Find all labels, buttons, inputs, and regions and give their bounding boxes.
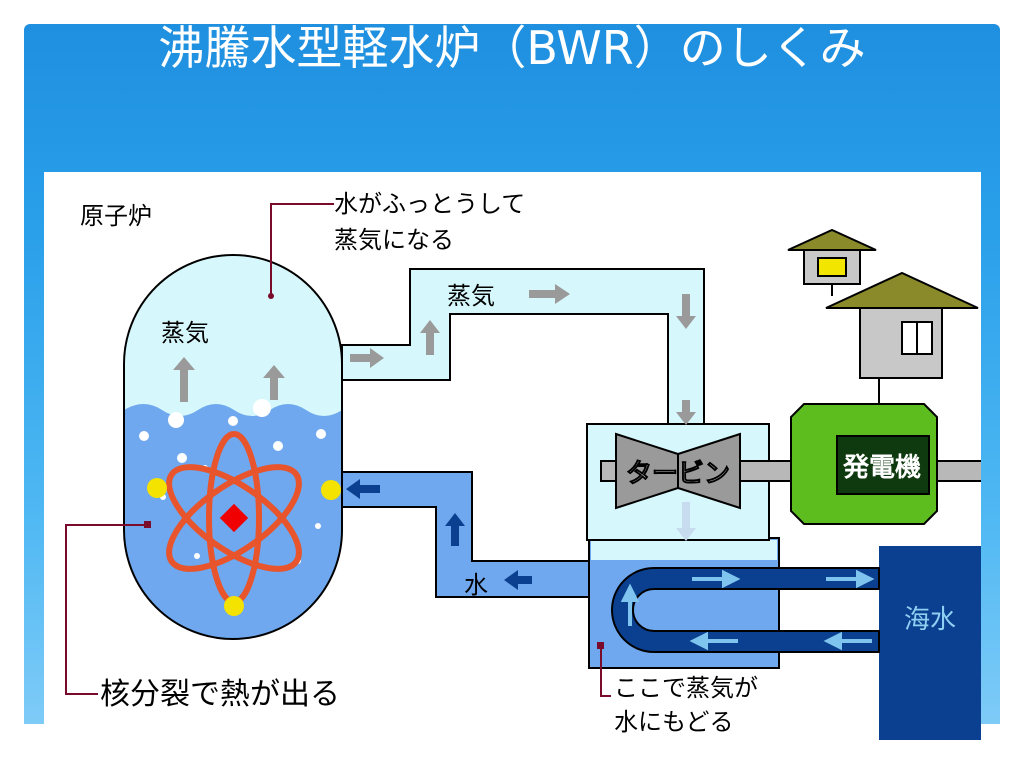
leader-line-boil xyxy=(270,203,334,296)
cooling-return-arrow-1 xyxy=(689,631,738,651)
cooling-return-arrow-2 xyxy=(823,631,872,651)
small-house-window xyxy=(817,257,847,277)
generator-label: 発電機 xyxy=(842,453,921,483)
water-label-pipe: 水 xyxy=(464,571,488,599)
reactor-label: 原子炉 xyxy=(80,202,152,230)
water-arrows xyxy=(346,479,532,590)
boiling-label-line2: 蒸気になる xyxy=(334,226,454,254)
condenser-steam-space xyxy=(591,540,777,560)
condense-label-line2: 水にもどる xyxy=(614,708,734,736)
sea-water-label: 海水 xyxy=(904,605,956,635)
turbine-rotor xyxy=(615,432,741,510)
slide-title: 沸騰水型軽水炉（BWR）のしくみ xyxy=(158,21,866,75)
cooling-inlet-arrow-1 xyxy=(692,569,741,589)
steam-label-inside: 蒸気 xyxy=(161,319,209,347)
fission-label: 核分裂で熱が出る xyxy=(100,677,340,712)
leader-dot-fission xyxy=(144,521,151,528)
cooling-turn-arrow xyxy=(620,583,640,626)
cooling-inlet-arrow-2 xyxy=(826,569,875,589)
turbine-label: タービン xyxy=(626,459,730,489)
sea-water xyxy=(879,546,981,740)
generator-panel xyxy=(836,435,930,495)
condense-label-line1: ここで蒸気が xyxy=(614,674,758,702)
electron-left xyxy=(147,478,167,498)
steam-arrows xyxy=(173,284,696,425)
leader-line-condense xyxy=(600,646,611,697)
leader-dot-condense xyxy=(597,642,604,649)
condensate-arrow xyxy=(676,502,696,541)
bubbles xyxy=(139,399,326,564)
reactor-vessel xyxy=(123,254,343,640)
electron-bottom xyxy=(224,596,244,616)
boiling-label-line1: 水がふっとうして xyxy=(334,190,525,218)
reactor-interior xyxy=(124,255,342,639)
bwr-diagram: タービン 発電機 海水 xyxy=(44,172,981,740)
electron-right xyxy=(321,480,341,500)
steam-label-pipe: 蒸気 xyxy=(447,282,495,310)
leader-line-fission xyxy=(65,524,148,695)
